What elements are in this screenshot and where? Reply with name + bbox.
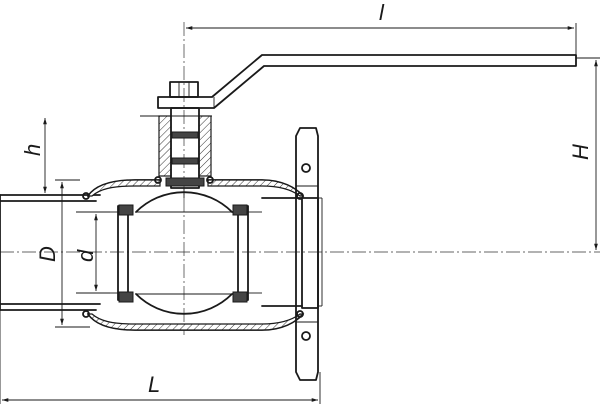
- stem-nut: [169, 81, 199, 98]
- stem-housing: [158, 107, 212, 198]
- label-H: H: [568, 144, 593, 160]
- dimension-lines: [2, 26, 598, 402]
- extension-lines: [0, 23, 600, 404]
- center-lines: [0, 22, 600, 335]
- label-d: d: [73, 249, 98, 262]
- label-L: L: [148, 372, 160, 397]
- valve-handle: [157, 54, 577, 109]
- valve-seats: [104, 204, 262, 303]
- dimension-labels: l H h D d L: [20, 0, 593, 397]
- label-l: l: [379, 0, 385, 25]
- label-h: h: [20, 144, 45, 156]
- label-D: D: [35, 246, 60, 262]
- valve-ball: [135, 191, 233, 315]
- valve-body: [82, 176, 305, 331]
- outlet-flange: [261, 127, 323, 381]
